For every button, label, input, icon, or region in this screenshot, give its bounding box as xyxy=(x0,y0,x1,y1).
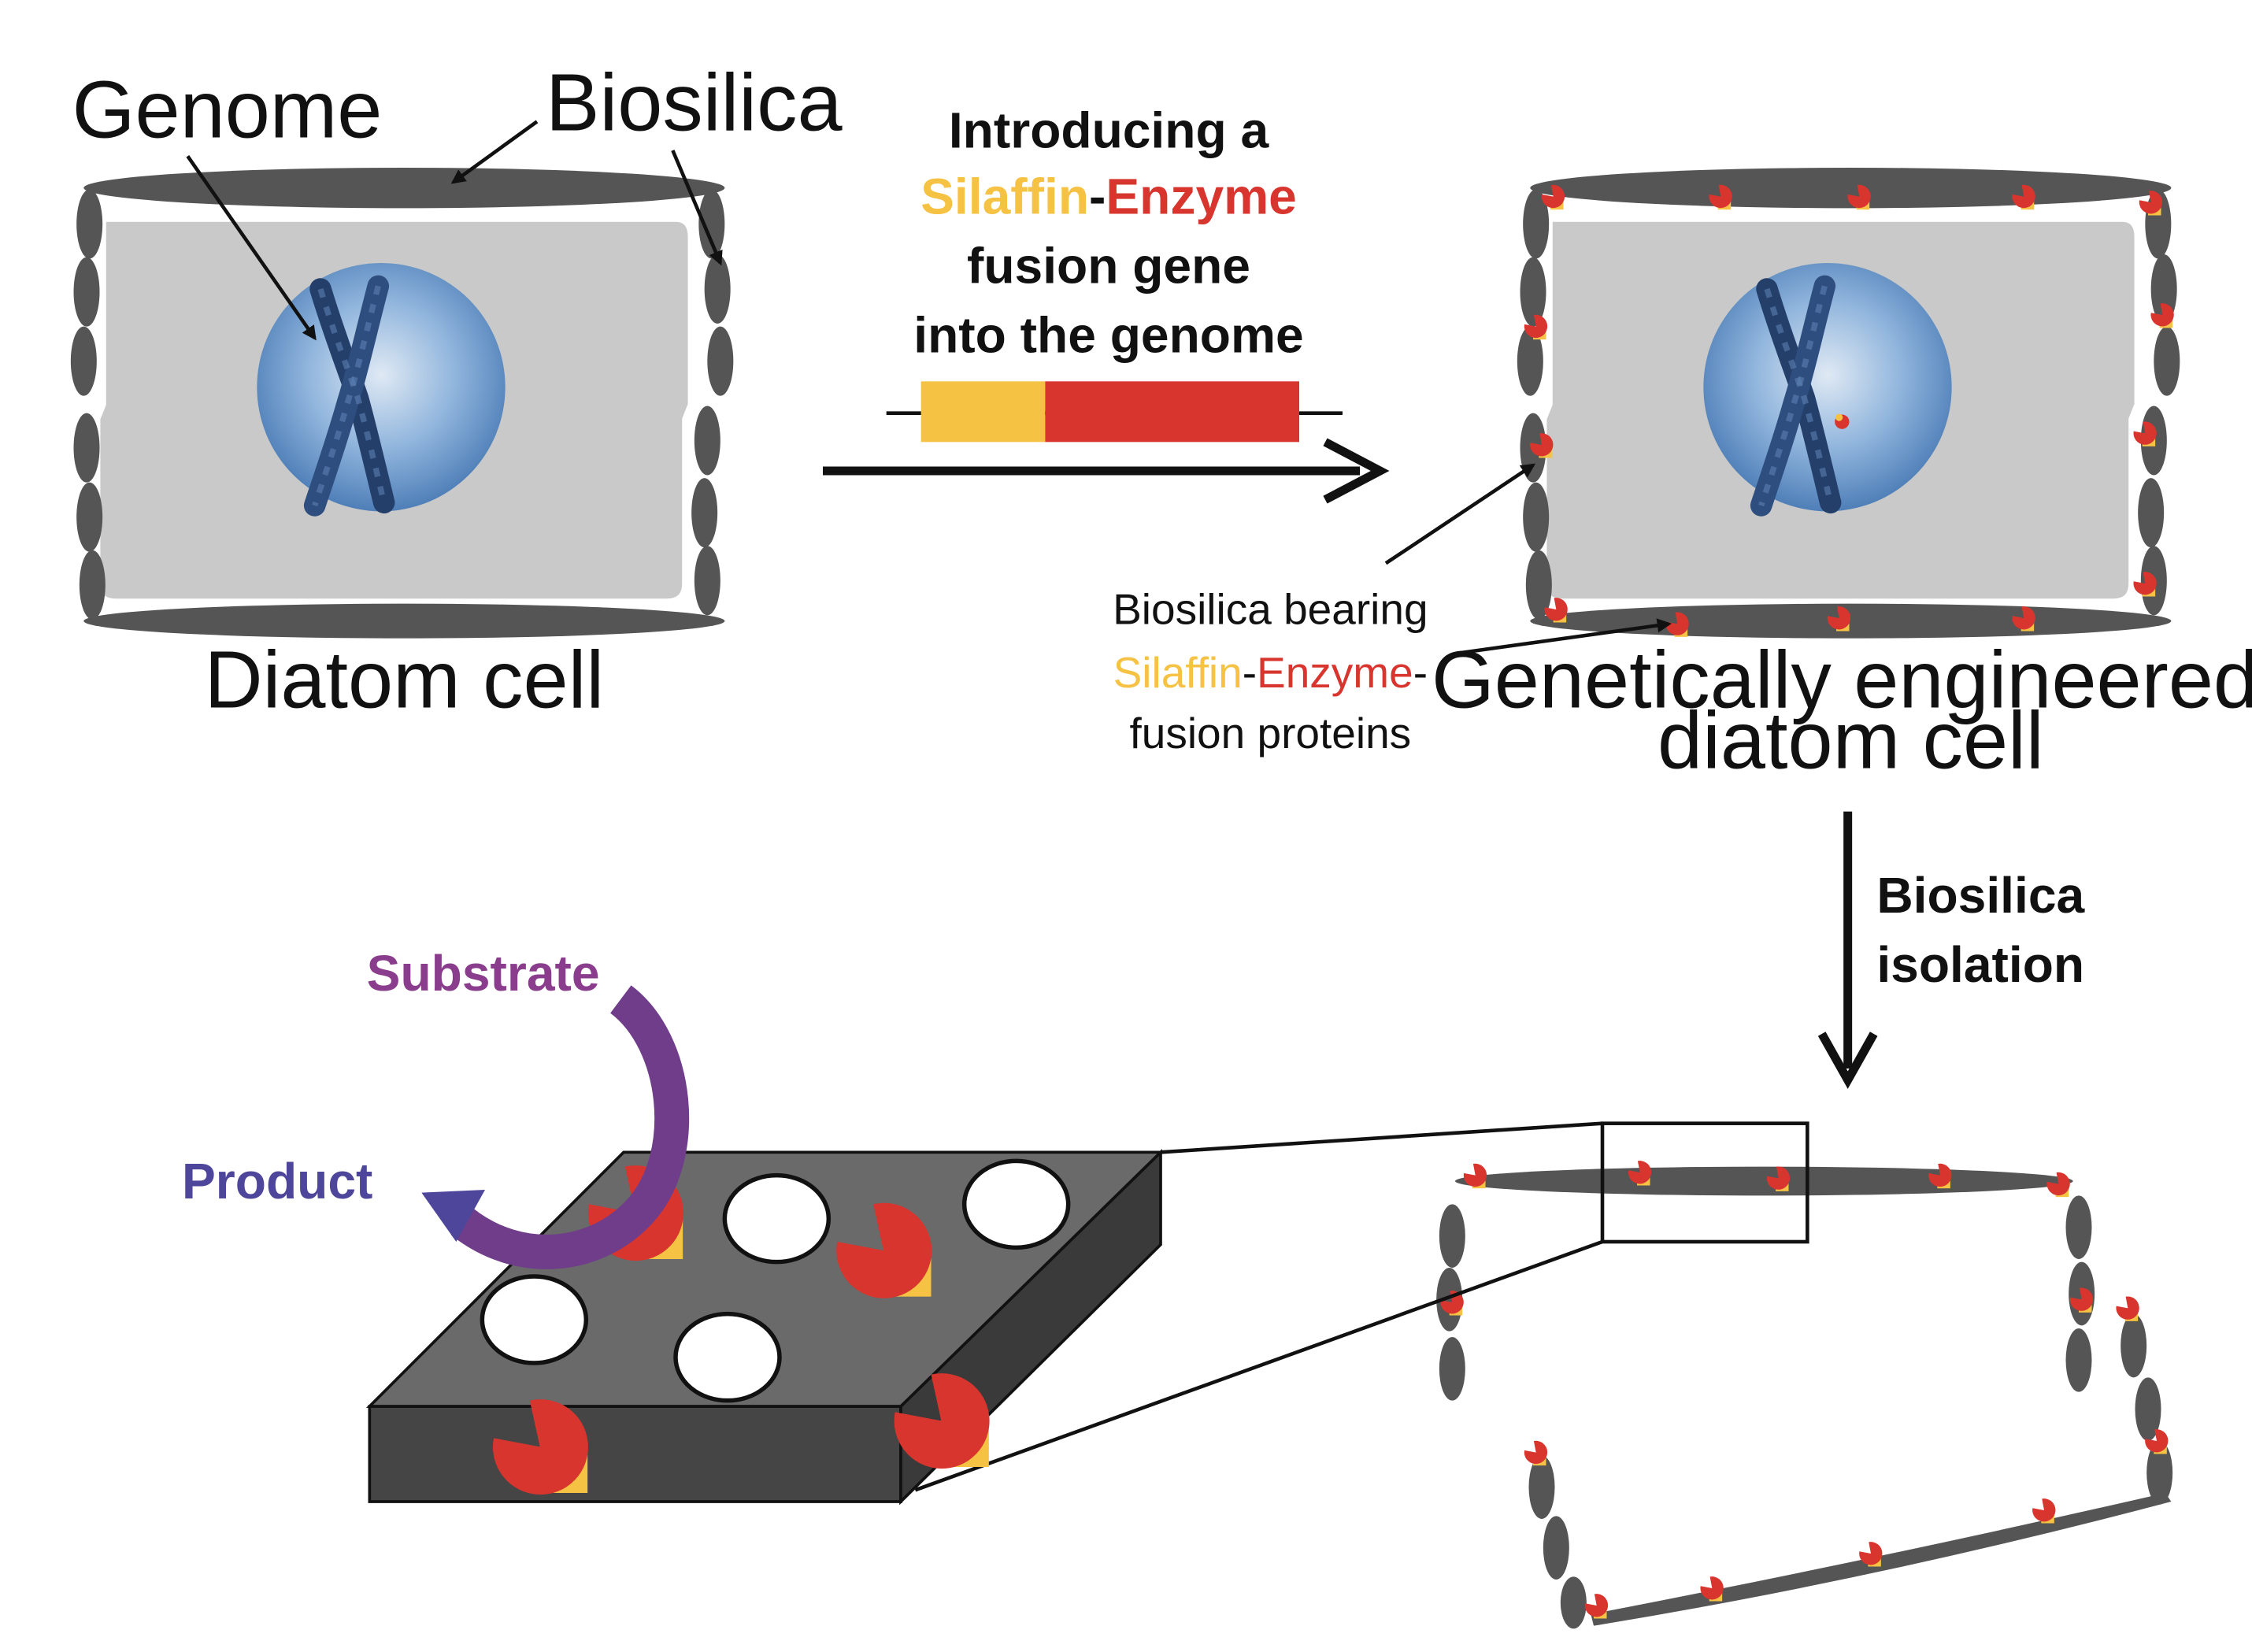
step1-line4: into the genome xyxy=(913,307,1303,364)
zoom-line-top xyxy=(1160,1121,1603,1154)
diatom-cell-label: Diatom cell xyxy=(204,635,604,725)
biosilica-pointer-arrow-top xyxy=(450,120,539,184)
substrate-label: Substrate xyxy=(367,945,600,1002)
step2-line2: isolation xyxy=(1876,936,2084,993)
step1-title: Introducing a Silaffin-Enzyme fusion gen… xyxy=(913,102,1303,363)
isolated-biosilica xyxy=(1436,1121,2173,1629)
step1-line2: Silaffin-Enzyme xyxy=(920,169,1297,225)
step1-line3: fusion gene xyxy=(967,238,1250,294)
biosilica-label: Biosilica xyxy=(546,57,843,147)
biosilica-slab xyxy=(365,1148,1165,1506)
arrow-right-icon xyxy=(823,438,1390,504)
engineered-line1: Genetically engineered xyxy=(1432,635,2252,725)
zoom-line-bottom xyxy=(914,1239,1603,1492)
zoom-box xyxy=(1600,1121,1809,1244)
genome-pointer-arrow xyxy=(186,155,317,341)
genome-label: Genome xyxy=(72,65,383,155)
biosilica-pointer-arrow-side xyxy=(671,150,723,266)
fusion-gene-icon xyxy=(886,381,1343,443)
biosilica-bearing-label: Biosilica bearing Silaffin-Enzyme- fusio… xyxy=(1113,584,1428,757)
step1-line1: Introducing a xyxy=(949,102,1270,158)
bearing-line3: fusion proteins xyxy=(1129,709,1411,757)
diatom-cell xyxy=(71,168,734,639)
bearing-line2: Silaffin-Enzyme- xyxy=(1113,648,1428,697)
product-label: Product xyxy=(182,1153,372,1209)
curved-arrow-icon xyxy=(421,985,690,1269)
engineered-line2: diatom cell xyxy=(1658,695,2044,786)
slab-pores xyxy=(480,1158,1071,1403)
bearing-line1: Biosilica bearing xyxy=(1113,584,1428,633)
step2-line1: Biosilica xyxy=(1876,867,2085,924)
bearing-pointer-arrow-top xyxy=(1384,463,1536,565)
arrow-down-icon xyxy=(1817,811,1878,1089)
bearing-pointer-arrow-bottom xyxy=(1461,618,1672,655)
engineered-diatom-cell xyxy=(1517,168,2180,639)
